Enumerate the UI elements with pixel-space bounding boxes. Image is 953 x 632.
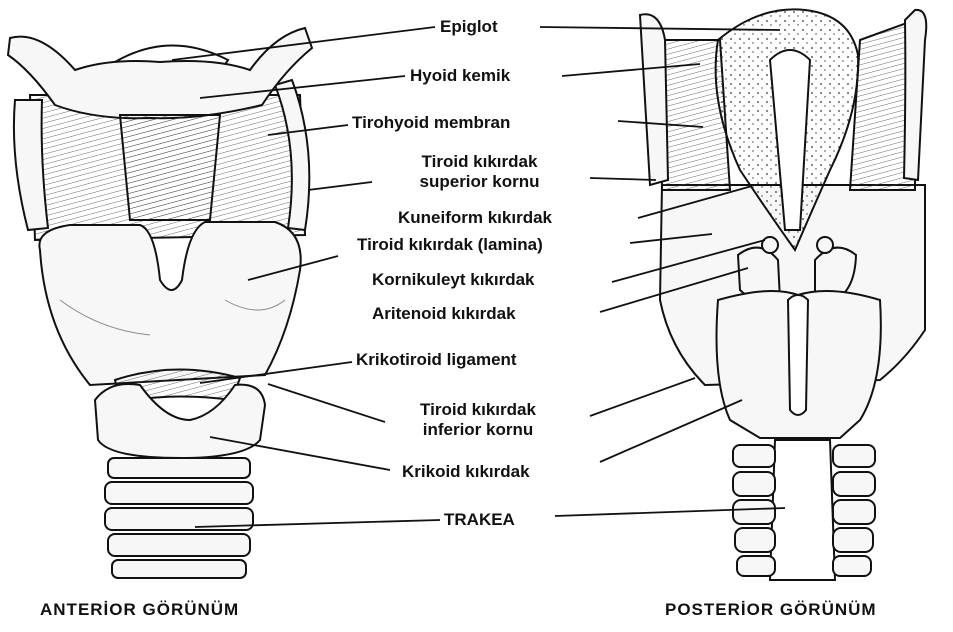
label-trakea: TRAKEA: [444, 510, 515, 530]
label-superior-horn-line2: superior kornu: [372, 172, 587, 192]
caption-posterior: POSTERİOR GÖRÜNÜM: [665, 600, 877, 620]
leader-sup-horn-left: [308, 182, 372, 190]
trachea-rings-right: [833, 445, 875, 576]
leader-inf-horn-left: [268, 384, 385, 422]
label-inferior-horn: Tiroid kıkırdak inferior kornu: [378, 400, 578, 440]
label-epiglot: Epiglot: [440, 17, 498, 37]
trachea-anterior: [105, 458, 253, 578]
label-superior-horn: Tiroid kıkırdak superior kornu: [372, 152, 587, 192]
trachea-rings-left: [733, 445, 775, 576]
label-krikoid: Krikoid kıkırdak: [402, 462, 530, 482]
leader-inf-horn-right: [590, 378, 695, 416]
label-lamina: Tiroid kıkırdak (lamina): [357, 235, 543, 255]
leader-sup-horn-right: [590, 178, 656, 180]
posterior-crest: [788, 295, 808, 415]
superior-horn-post-right: [904, 10, 926, 180]
label-aritenoid: Aritenoid kıkırdak: [372, 304, 516, 324]
label-tirohyoid: Tirohyoid membran: [352, 113, 510, 133]
trachea-membranous: [770, 440, 835, 580]
leader-krikoid-right: [600, 400, 742, 462]
label-hyoid: Hyoid kemik: [410, 66, 510, 86]
label-superior-horn-line1: Tiroid kıkırdak: [372, 152, 587, 172]
corniculate-right: [817, 237, 833, 253]
label-kuneiform: Kuneiform kıkırdak: [398, 208, 552, 228]
label-krikotiroid: Krikotiroid ligament: [356, 350, 517, 370]
label-inferior-horn-line2: inferior kornu: [378, 420, 578, 440]
caption-anterior: ANTERİOR GÖRÜNÜM: [40, 600, 239, 620]
anterior-view: [8, 28, 312, 578]
thyroid-cartilage-anterior: [39, 222, 300, 385]
label-kornikuleyt: Kornikuleyt kıkırdak: [372, 270, 535, 290]
label-inferior-horn-line1: Tiroid kıkırdak: [378, 400, 578, 420]
median-band: [120, 115, 220, 220]
superior-horn-post-left: [640, 14, 668, 185]
posterior-view: [640, 9, 926, 580]
